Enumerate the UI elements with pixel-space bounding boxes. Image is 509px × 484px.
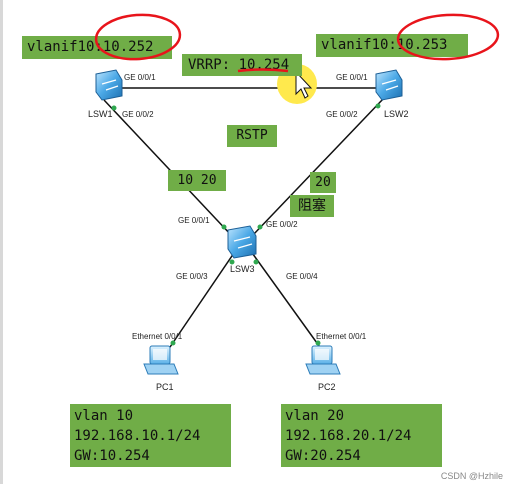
- pc-keyboard-icon: [143, 363, 179, 375]
- port-label-pc2-eth: Ethernet 0/0/1: [316, 332, 367, 341]
- pc-pc1[interactable]: [143, 345, 179, 375]
- link-lsw3-pc1: [167, 249, 237, 351]
- switch-lsw3[interactable]: [227, 225, 257, 259]
- link-port-dots: [111, 85, 383, 346]
- lsw1-vlanif-label: vlanif10:10.252: [22, 36, 172, 59]
- pc2-config-box: vlan 20 192.168.20.1/24 GW:20.254: [281, 404, 442, 467]
- device-label-lsw1: LSW1: [88, 109, 113, 119]
- port-label-lsw1-ge2: GE 0/0/2: [122, 110, 154, 119]
- pc2-ip: 192.168.20.1/24: [285, 428, 412, 444]
- switch-icon: [227, 225, 257, 259]
- port-label-lsw3-ge2: GE 0/0/2: [266, 220, 298, 229]
- device-label-pc2: PC2: [318, 382, 336, 392]
- pc2-vlan: vlan 20: [285, 408, 345, 424]
- pc1-config-box: vlan 10 192.168.10.1/24 GW:10.254: [70, 404, 231, 467]
- left-edge-bar: [0, 0, 3, 484]
- vrrp-label: VRRP: 10.254: [182, 54, 302, 76]
- pc1-vlan: vlan 10: [74, 408, 134, 424]
- cursor-icon: [295, 70, 313, 99]
- pc-keyboard-icon: [305, 363, 341, 375]
- port-label-lsw3-ge3: GE 0/0/3: [176, 272, 208, 281]
- switch-icon: [95, 69, 123, 101]
- link-lsw3-pc2: [249, 249, 323, 351]
- port-label-lsw3-ge1: GE 0/0/1: [178, 216, 210, 225]
- device-label-pc1: PC1: [156, 382, 174, 392]
- watermark: CSDN @Hzhile: [440, 471, 503, 481]
- lsw1-lsw3-vlan-label: 10 20: [168, 170, 226, 191]
- link-lsw1-lsw3: [103, 99, 233, 237]
- port-label-pc1-eth: Ethernet 0/0/1: [132, 332, 183, 341]
- link-lsw2-lsw3: [251, 97, 385, 237]
- pc1-gateway: GW:10.254: [74, 448, 150, 464]
- pc2-gateway: GW:20.254: [285, 448, 361, 464]
- switch-lsw1[interactable]: [95, 69, 123, 101]
- port-label-lsw1-ge1: GE 0/0/1: [124, 73, 156, 82]
- device-label-lsw2: LSW2: [384, 109, 409, 119]
- blocked-label: 阻塞: [290, 195, 334, 217]
- lsw2-vlanif-label: vlanif10:10.253: [316, 34, 468, 57]
- port-label-lsw2-ge2: GE 0/0/2: [326, 110, 358, 119]
- port-label-lsw3-ge4: GE 0/0/4: [286, 272, 318, 281]
- port-label-lsw2-ge1: GE 0/0/1: [336, 73, 368, 82]
- device-label-lsw3: LSW3: [230, 264, 255, 274]
- pc1-ip: 192.168.10.1/24: [74, 428, 201, 444]
- switch-icon: [375, 69, 403, 101]
- pc-pc2[interactable]: [305, 345, 341, 375]
- lsw2-lsw3-vlan-label: 20: [310, 172, 336, 193]
- switch-lsw2[interactable]: [375, 69, 403, 101]
- rstp-label: RSTP: [227, 125, 277, 147]
